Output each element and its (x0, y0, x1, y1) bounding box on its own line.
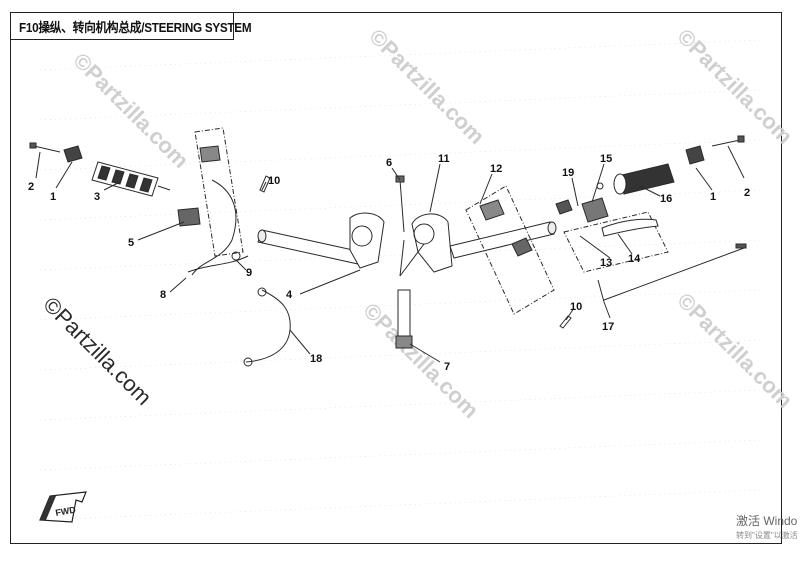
callout-3: 3 (94, 191, 100, 203)
watermark: ©Partzilla.com (68, 48, 193, 173)
windows-activation-subtext: 转到"设置"以激活 (736, 531, 798, 540)
watermark: ©Partzilla.com (672, 288, 797, 413)
callout-6: 6 (386, 157, 392, 169)
callout-8: 8 (160, 289, 166, 301)
callout-2: 2 (28, 181, 34, 193)
callout-9: 9 (246, 267, 252, 279)
callout-18: 18 (310, 353, 322, 365)
callout-13: 13 (600, 257, 612, 269)
parts-linework (29, 127, 747, 367)
callout-12: 12 (490, 163, 502, 175)
callout-2: 2 (744, 187, 750, 199)
page-title: F10操纵、转向机构总成/STEERING SYSTEM (19, 19, 252, 35)
callout-labels: 2 1 3 5 4 6 11 12 19 15 16 1 2 13 14 17 … (28, 153, 750, 373)
callout-7: 7 (444, 361, 450, 373)
callout-10: 10 (268, 175, 280, 187)
diagram-frame (10, 12, 782, 544)
callout-15: 15 (600, 153, 612, 165)
callout-1: 1 (50, 191, 56, 203)
watermark: ©Partzilla.com (38, 292, 156, 410)
windows-activation-text: 激活 Windo (736, 514, 798, 528)
callout-11: 11 (438, 153, 450, 165)
callout-16: 16 (660, 193, 672, 205)
callout-17: 17 (602, 321, 614, 333)
fwd-label: FWD (55, 504, 77, 517)
fwd-arrow-icon: FWD (39, 491, 87, 523)
callout-5: 5 (128, 237, 134, 249)
watermark: ©Partzilla.com (358, 298, 483, 423)
callout-1: 1 (710, 191, 716, 203)
callout-4: 4 (286, 289, 293, 301)
callout-19: 19 (562, 167, 574, 179)
watermark: ©Partzilla.com (364, 24, 489, 149)
watermark: ©Partzilla.com (672, 24, 797, 149)
callout-14: 14 (628, 253, 641, 265)
callout-10: 10 (570, 301, 582, 313)
diagram-title-box: F10操纵、转向机构总成/STEERING SYSTEM (10, 12, 252, 40)
